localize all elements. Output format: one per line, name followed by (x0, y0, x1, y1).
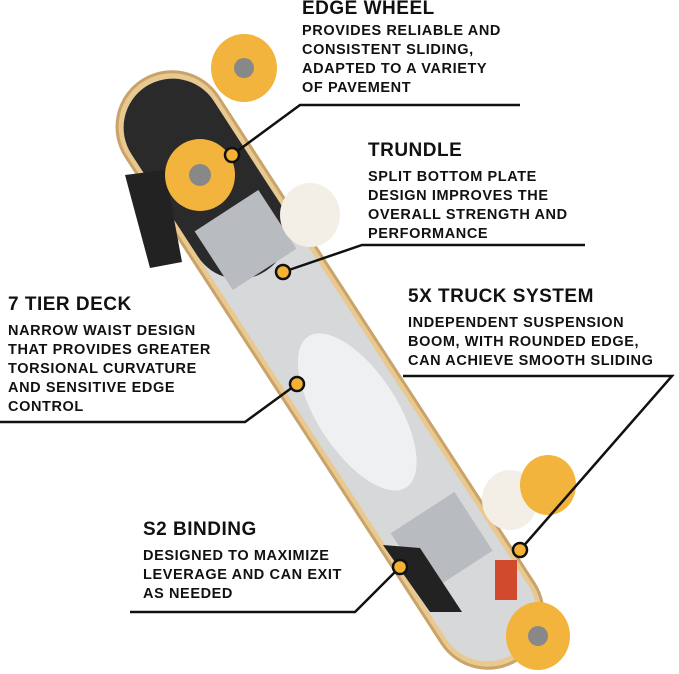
feature-line: NARROW WAIST DESIGN (8, 323, 196, 339)
feature-line: CAN ACHIEVE SMOOTH SLIDING (408, 353, 654, 369)
feature-line: DESIGNED TO MAXIMIZE (143, 548, 330, 564)
feature-line: PROVIDES RELIABLE AND (302, 23, 501, 39)
feature-title: S2 BINDING (143, 519, 257, 540)
feature-title: 7 TIER DECK (8, 294, 132, 315)
feature-line: BOOM, WITH ROUNDED EDGE, (408, 334, 640, 350)
feature-s2-binding: S2 BINDING DESIGNED TO MAXIMIZE LEVERAGE… (143, 519, 342, 604)
feature-line: AND SENSITIVE EDGE (8, 380, 176, 396)
callout-lines (0, 103, 675, 614)
feature-line: THAT PROVIDES GREATER (8, 342, 211, 358)
feature-5x-truck-system: 5X TRUCK SYSTEM INDEPENDENT SUSPENSION B… (408, 286, 653, 371)
feature-line: AS NEEDED (143, 586, 233, 602)
skateboard-deck (115, 70, 545, 670)
feature-trundle: TRUNDLE SPLIT BOTTOM PLATE DESIGN IMPROV… (368, 140, 568, 244)
feature-title: 5X TRUCK SYSTEM (408, 286, 594, 307)
feature-line: OF PAVEMENT (302, 80, 412, 96)
feature-line: CONTROL (8, 399, 84, 415)
feature-line: SPLIT BOTTOM PLATE (368, 169, 537, 185)
feature-line: DESIGN IMPROVES THE (368, 188, 549, 204)
callout-dots (223, 146, 529, 576)
feature-line: OVERALL STRENGTH AND (368, 207, 568, 223)
feature-7-tier-deck: 7 TIER DECK NARROW WAIST DESIGN THAT PRO… (8, 294, 211, 417)
feature-title: TRUNDLE (368, 140, 463, 161)
feature-edge-wheel: EDGE WHEEL PROVIDES RELIABLE AND CONSIST… (302, 0, 501, 98)
feature-line: CONSISTENT SLIDING, (302, 42, 474, 58)
feature-line: ADAPTED TO A VARIETY (302, 61, 488, 77)
feature-line: TORSIONAL CURVATURE (8, 361, 197, 377)
feature-title: EDGE WHEEL (302, 0, 435, 19)
feature-line: PERFORMANCE (368, 226, 489, 242)
feature-line: LEVERAGE AND CAN EXIT (143, 567, 342, 583)
front-binding (125, 170, 182, 268)
feature-line: INDEPENDENT SUSPENSION (408, 315, 625, 331)
wheels (165, 34, 576, 670)
front-truck (194, 189, 297, 291)
